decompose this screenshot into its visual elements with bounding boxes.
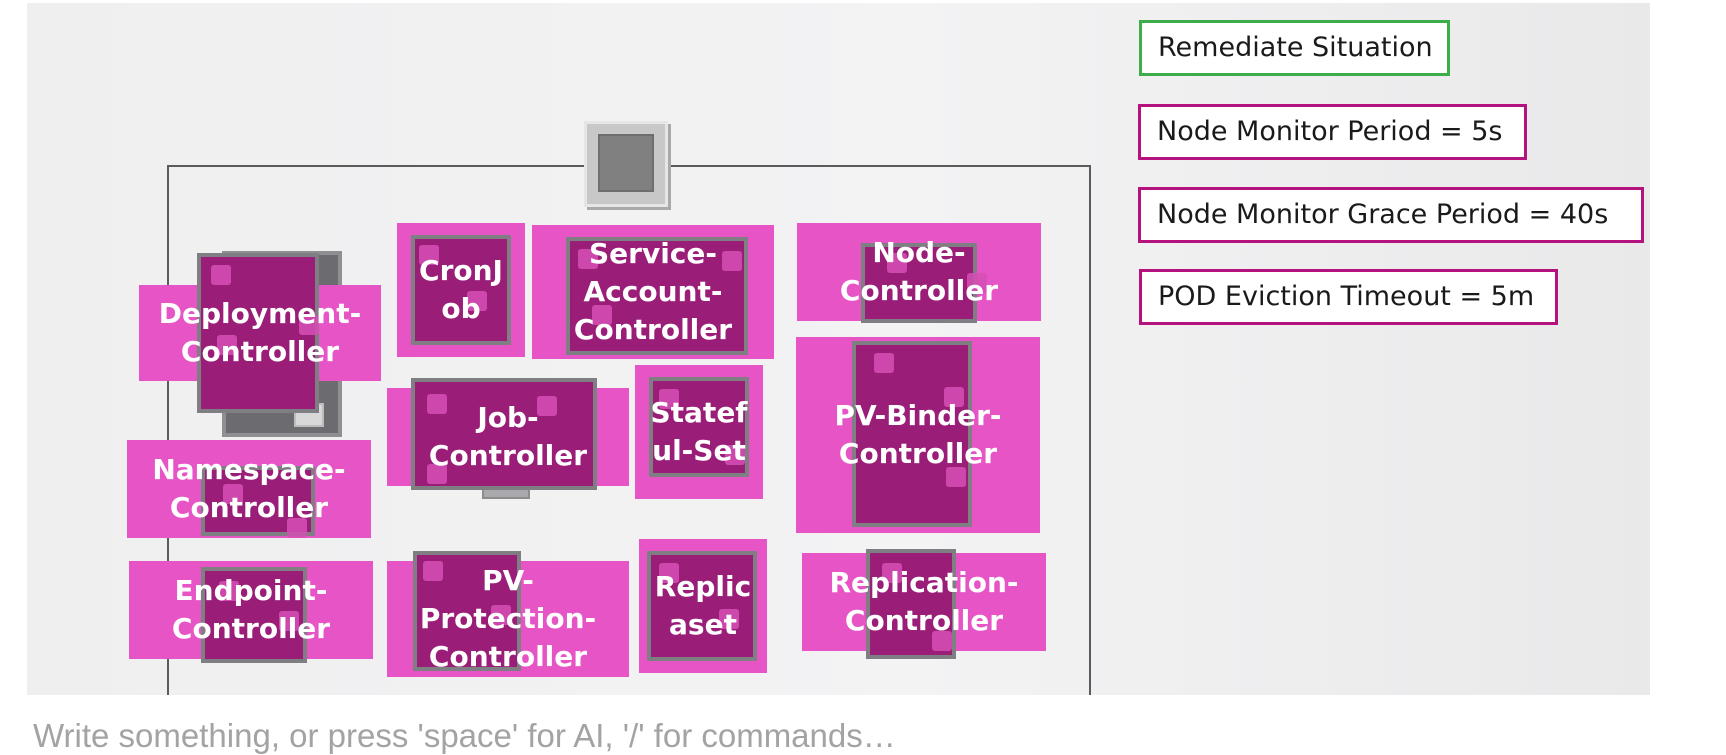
pod-dot-icon	[722, 251, 742, 271]
serviceaccount-controller-box: Service- Account- Controller	[532, 225, 774, 359]
pod-dot-icon	[578, 249, 598, 269]
replicaset-controller-label: Replic aset	[654, 570, 752, 641]
pod-dot-icon	[887, 253, 907, 273]
pod-dot-icon	[967, 273, 987, 293]
job-controller-box: Job- Controller	[387, 378, 629, 490]
deployment-controller-box: Deployment- Controller	[139, 253, 381, 413]
replication-controller-box: Replication- Controller	[802, 549, 1046, 659]
pod-dot-icon	[874, 353, 894, 373]
deployment-controller-label: Deployment- Controller	[158, 297, 362, 368]
pod-dot-icon	[946, 467, 966, 487]
pvbinder-controller-box: PV-Binder- Controller	[796, 337, 1040, 533]
cronjob-controller-label: CronJ ob	[419, 254, 503, 325]
pod-dot-icon	[725, 445, 745, 465]
pod-dot-icon	[427, 394, 447, 414]
pod-dot-icon	[592, 305, 612, 325]
pod-dot-icon	[299, 315, 319, 335]
pod-dot-icon	[882, 563, 902, 583]
cronjob-controller-box: CronJ ob	[397, 223, 525, 357]
pod-dot-icon	[217, 335, 237, 355]
statefulset-controller-box: Statef ul-Set	[635, 365, 763, 499]
replication-controller-label: Replication- Controller	[829, 566, 1019, 637]
pod-dot-icon	[419, 245, 439, 265]
pod-dot-icon	[279, 611, 299, 631]
pod-dot-icon	[219, 581, 239, 601]
editor-placeholder[interactable]: Write something, or press 'space' for AI…	[33, 717, 896, 754]
pvprotection-controller-label: PV- Protection- Controller	[419, 564, 597, 673]
pod-dot-icon	[287, 518, 307, 538]
pod-dot-icon	[659, 563, 679, 583]
pod-dot-icon	[211, 265, 231, 285]
pvbinder-node-icon	[852, 341, 972, 527]
pod-dot-icon	[719, 609, 739, 629]
endpoint-controller-box: Endpoint- Controller	[129, 561, 373, 663]
parameter-box: POD Eviction Timeout = 5m	[1139, 269, 1558, 325]
pvprotection-controller-box: PV- Protection- Controller	[387, 551, 629, 677]
replicaset-controller-box: Replic aset	[639, 539, 767, 673]
master-node-icon	[584, 121, 668, 207]
video-frame: Deployment- Controller CronJ ob Service- A…	[27, 3, 1650, 695]
pod-dot-icon	[223, 484, 243, 504]
node-controller-label: Node- Controller	[839, 236, 999, 307]
parameter-box: Remediate Situation	[1139, 20, 1450, 76]
endpoint-controller-label: Endpoint- Controller	[171, 574, 331, 645]
parameter-box: Node Monitor Grace Period = 40s	[1138, 187, 1644, 243]
pod-dot-icon	[932, 631, 952, 651]
serviceaccount-controller-label: Service- Account- Controller	[573, 237, 733, 346]
job-controller-label: Job- Controller	[428, 401, 588, 472]
pod-dot-icon	[467, 291, 487, 311]
parameter-box: Node Monitor Period = 5s	[1138, 104, 1527, 160]
namespace-controller-box: Namespace- Controller	[127, 440, 371, 538]
pod-dot-icon	[537, 396, 557, 416]
pod-dot-icon	[427, 464, 447, 484]
node-controller-box: Node- Controller	[797, 223, 1041, 323]
namespace-controller-label: Namespace- Controller	[152, 453, 346, 524]
pvbinder-controller-label: PV-Binder- Controller	[834, 399, 1002, 470]
statefulset-controller-label: Statef ul-Set	[650, 396, 748, 467]
pod-dot-icon	[659, 389, 679, 409]
pod-dot-icon	[944, 387, 964, 407]
pod-dot-icon	[423, 561, 443, 581]
pod-dot-icon	[491, 605, 511, 625]
